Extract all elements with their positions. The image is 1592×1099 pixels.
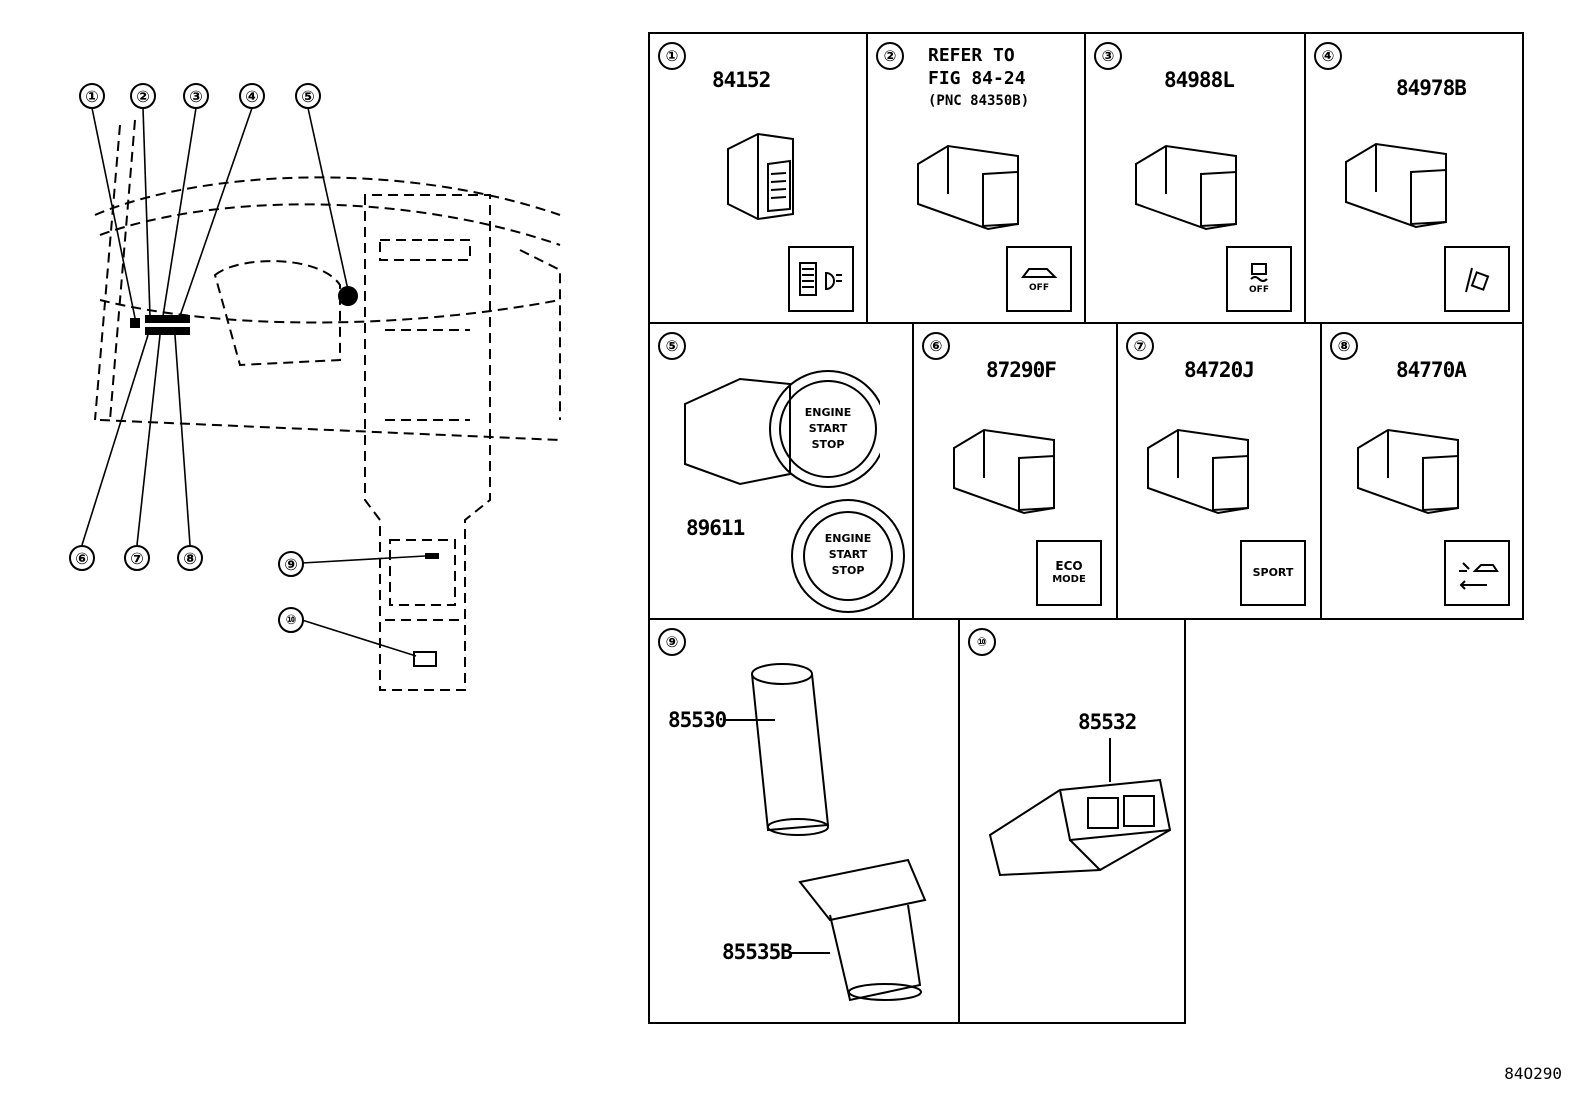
- icon-text: OFF: [1249, 285, 1269, 295]
- callout-1[interactable]: ①: [79, 83, 105, 109]
- panel-number: ⑦: [1126, 332, 1154, 360]
- panel-number: ⑧: [1330, 332, 1358, 360]
- part-number[interactable]: 84152: [712, 68, 771, 92]
- callout-10[interactable]: ⑩: [278, 607, 304, 633]
- button-text-line-2: START: [809, 422, 848, 435]
- switch-illustration: [1345, 142, 1447, 229]
- panel-9: ⑨ 85530 85535B: [648, 618, 960, 1024]
- switch-illustration: [1147, 428, 1249, 515]
- part-number-2[interactable]: 85535B: [722, 940, 793, 964]
- callout-4[interactable]: ④: [239, 83, 265, 109]
- usb-port-illustration: [988, 738, 1172, 877]
- panel-number: ⑩: [968, 628, 996, 656]
- lane-assist-icon: [1444, 246, 1510, 312]
- headlight-level-icon: [788, 246, 854, 312]
- panel-number: ②: [876, 42, 904, 70]
- panel-8: ⑧ 84770A: [1320, 322, 1524, 620]
- reference-note: REFER TO FIG 84-24 (PNC 84350B): [928, 44, 1029, 113]
- callout-7[interactable]: ⑦: [124, 545, 150, 571]
- panel-10: ⑩ 85532: [958, 618, 1186, 1024]
- button-face-line-3: STOP: [832, 564, 865, 577]
- button-face-line-2: START: [829, 548, 868, 561]
- panel-7: ⑦ 84720J SPORT: [1116, 322, 1322, 620]
- part-number[interactable]: 84978B: [1396, 76, 1467, 100]
- callout-9[interactable]: ⑨: [278, 551, 304, 577]
- part-number-1[interactable]: 85530: [668, 708, 727, 732]
- part-number[interactable]: 84720J: [1184, 358, 1255, 382]
- part-number[interactable]: 84770A: [1396, 358, 1467, 382]
- callout-5[interactable]: ⑤: [295, 83, 321, 109]
- power-outlet-illustration: [726, 663, 927, 1002]
- panel-number: ④: [1314, 42, 1342, 70]
- icon-text: SPORT: [1252, 566, 1294, 579]
- panel-4: ④ 84978B: [1304, 32, 1524, 324]
- icon-text-1: ECO: [1055, 559, 1083, 573]
- switch-illustration: [953, 428, 1055, 515]
- switch-illustration: [727, 132, 794, 221]
- start-button-face: ENGINE START STOP: [791, 499, 905, 613]
- part-number[interactable]: 84988L: [1164, 68, 1235, 92]
- callout-6[interactable]: ⑥: [69, 545, 95, 571]
- button-face-line-1: ENGINE: [825, 532, 872, 545]
- figure-code: 84O290: [1504, 1064, 1562, 1083]
- dashboard-overview: [81, 107, 561, 691]
- panel-2: ② REFER TO FIG 84-24 (PNC 84350B) OFF: [866, 32, 1086, 324]
- callout-3[interactable]: ③: [183, 83, 209, 109]
- panel-5: ⑤ ENGINE START STOP 89611 ENGINE START S…: [648, 322, 914, 620]
- button-text-line-3: STOP: [812, 438, 845, 451]
- icon-text-2: MODE: [1052, 574, 1086, 585]
- switch-illustration: [1357, 428, 1459, 515]
- sport-mode-icon: SPORT: [1240, 540, 1306, 606]
- traction-off-icon: OFF: [1226, 246, 1292, 312]
- callout-2[interactable]: ②: [130, 83, 156, 109]
- panel-6: ⑥ 87290F ECO MODE: [912, 322, 1118, 620]
- panel-1: ① 84152: [648, 32, 868, 324]
- callout-8[interactable]: ⑧: [177, 545, 203, 571]
- switch-illustration: [1135, 144, 1237, 231]
- ref-line-2: FIG 84-24: [928, 68, 1026, 89]
- part-number[interactable]: 85532: [1078, 710, 1137, 734]
- panel-number: ③: [1094, 42, 1122, 70]
- panel-number: ⑤: [658, 332, 686, 360]
- panel-number: ⑥: [922, 332, 950, 360]
- switch-illustration: [917, 144, 1019, 231]
- ref-line-1: REFER TO: [928, 45, 1015, 66]
- part-number[interactable]: 89611: [686, 516, 745, 540]
- panel-number: ①: [658, 42, 686, 70]
- panel-3: ③ 84988L OFF: [1084, 32, 1306, 324]
- car-sensor-off-icon: OFF: [1006, 246, 1072, 312]
- eco-mode-icon: ECO MODE: [1036, 540, 1102, 606]
- panel-number: ⑨: [658, 628, 686, 656]
- pre-collision-icon: [1444, 540, 1510, 606]
- part-number[interactable]: 87290F: [986, 358, 1057, 382]
- button-text-line-1: ENGINE: [805, 406, 852, 419]
- icon-text: OFF: [1029, 283, 1049, 293]
- push-start-switch-illustration: ENGINE START STOP: [684, 370, 880, 488]
- ref-pnc[interactable]: (PNC 84350B): [928, 93, 1030, 109]
